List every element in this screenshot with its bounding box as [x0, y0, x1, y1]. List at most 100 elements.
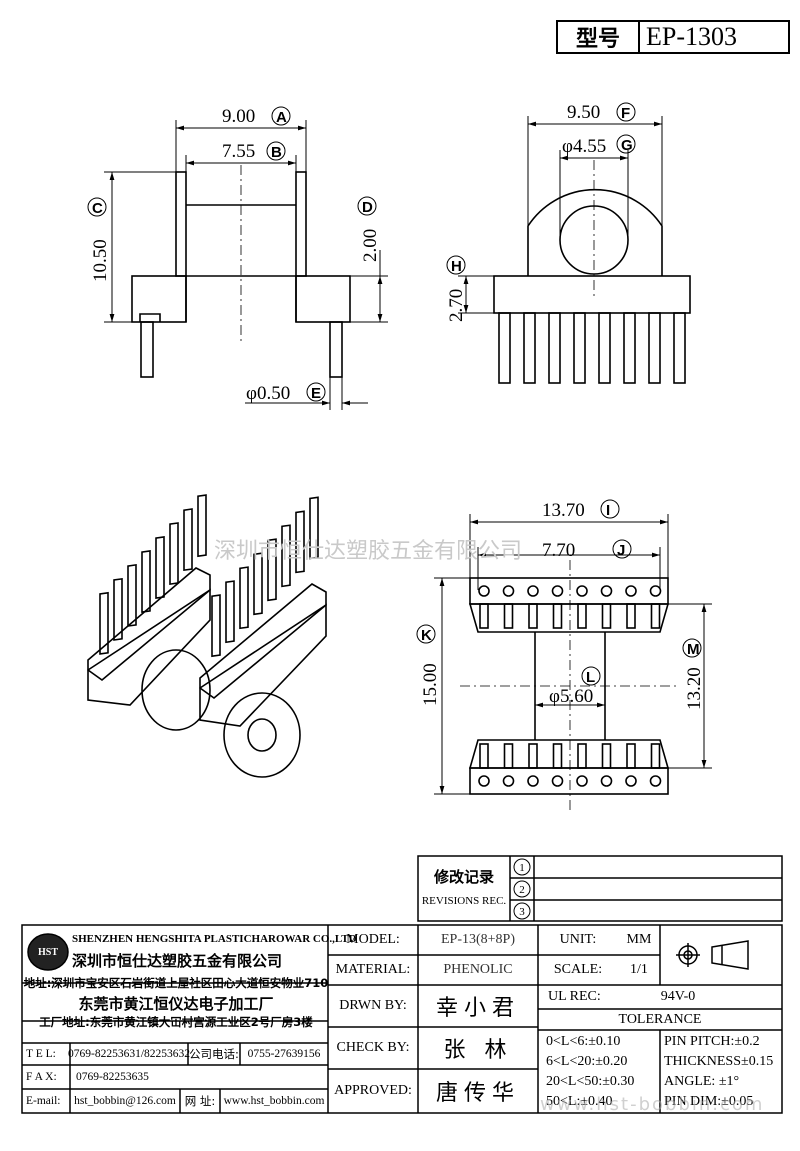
- tolerance-3: 20<L<50:±0.30: [546, 1074, 635, 1089]
- company-logo: HST: [37, 946, 58, 958]
- email-label: E-mail:: [26, 1095, 61, 1107]
- fax-value: 0769-82253635: [76, 1071, 149, 1083]
- isometric-view: [87, 494, 327, 778]
- pin-slot: [577, 603, 587, 629]
- check-label: CHECK BY:: [336, 1040, 410, 1055]
- pin-hole: [625, 775, 637, 787]
- dimension-labels: 9.00 A 7.55 B 10.50 C 2.00 D φ0.50 E 9.5…: [87, 102, 705, 710]
- pin-slot: [503, 603, 514, 629]
- dim-e-value: φ0.50: [246, 383, 290, 404]
- dim-a-tag: A: [276, 109, 287, 126]
- pin-slot: [503, 743, 514, 769]
- dim-m-tag: M: [687, 641, 700, 658]
- pin-slot: [601, 743, 612, 769]
- approved-value: 唐传华: [435, 1081, 520, 1106]
- model-label: MODEL:: [346, 932, 400, 947]
- pin-hole: [649, 585, 662, 597]
- revisions-title-cn: 修改记录: [433, 867, 494, 886]
- revision-mark-3: 3: [519, 906, 525, 918]
- dim-f-tag: F: [621, 105, 630, 122]
- pin-slot: [626, 603, 636, 629]
- unit-value: MM: [626, 932, 652, 947]
- material-value: PHENOLIC: [443, 962, 513, 977]
- model-value: EP-13(8+8P): [440, 932, 515, 947]
- iso-pin-right: [267, 538, 277, 602]
- web-value: www.hst_bobbin.com: [223, 1095, 325, 1107]
- unit-label: UNIT:: [559, 932, 597, 947]
- iso-pin-right: [281, 524, 291, 588]
- factory-name: 东莞市黄江恒仪达电子加工厂: [78, 994, 274, 1013]
- tolerance-2: 6<L<20:±0.20: [546, 1054, 628, 1069]
- side-pin: [623, 312, 636, 384]
- tel-label: T E L:: [26, 1048, 56, 1060]
- dim-k-tag: K: [421, 627, 432, 644]
- company-name-en: SHENZHEN HENGSHITA PLASTICHAROWAR CO.,LT…: [72, 933, 357, 945]
- phone-label: 公司电话:: [189, 1047, 239, 1061]
- drawn-value: 幸小君: [435, 996, 520, 1021]
- pin-hole: [576, 775, 588, 787]
- dim-c-value: 10.50: [90, 239, 111, 282]
- side-pin: [648, 312, 661, 384]
- pin-hole: [649, 775, 662, 787]
- side-pin: [673, 312, 686, 384]
- top-view: [460, 560, 680, 810]
- dim-i-value: 13.70: [542, 500, 585, 521]
- side-pin: [498, 312, 511, 384]
- ul-label: UL REC:: [548, 989, 601, 1004]
- angle-tolerance: ANGLE: ±1°: [664, 1074, 740, 1089]
- pin-slot: [528, 603, 538, 629]
- dim-i-tag: I: [606, 502, 610, 519]
- dim-b-tag: B: [271, 144, 282, 161]
- pin-hole: [502, 775, 515, 787]
- dim-a-value: 9.00: [222, 106, 255, 127]
- dim-f-value: 9.50: [567, 102, 600, 123]
- dim-j-value: 7.70: [542, 540, 575, 561]
- pin-hole: [527, 775, 539, 787]
- check-value: 张 林: [443, 1038, 513, 1063]
- pin-hole: [502, 585, 515, 597]
- dim-g-value: φ4.55: [562, 136, 606, 157]
- pin-slot: [601, 603, 612, 629]
- iso-pin-right: [253, 552, 263, 616]
- pin-hole: [600, 775, 613, 787]
- iso-pin-right: [225, 580, 235, 644]
- iso-pin-left: [183, 508, 193, 572]
- iso-pin-right: [239, 566, 249, 630]
- front-view: [131, 165, 351, 378]
- iso-pin-left: [113, 577, 123, 641]
- revision-mark-2: 2: [519, 884, 525, 896]
- dim-c-tag: C: [92, 200, 103, 217]
- side-view: [493, 160, 691, 384]
- iso-pin-left: [141, 550, 151, 613]
- web-label: 网 址:: [184, 1094, 216, 1108]
- factory-address: 工厂地址:东莞市黄江镇大冚村宫源工业区2号厂房3楼: [39, 1015, 313, 1029]
- side-pin: [523, 312, 536, 384]
- scale-label: SCALE:: [553, 962, 603, 977]
- dim-k-value: 15.00: [420, 663, 441, 706]
- phone-value: 0755-27639156: [247, 1048, 321, 1060]
- model-box: 型号 EP-1303: [556, 20, 790, 54]
- pin-hole: [527, 585, 539, 597]
- dim-l-value: φ5.60: [549, 686, 593, 707]
- side-pin: [598, 312, 611, 384]
- pin-slot: [577, 743, 587, 769]
- dim-h-value: 2.70: [446, 289, 467, 322]
- company-address: 地址:深圳市宝安区石岩街道上屋社区田心大道恒安物业710: [23, 976, 329, 990]
- iso-pin-left: [127, 563, 137, 627]
- ul-value: 94V-0: [660, 989, 696, 1004]
- dim-g-tag: G: [621, 137, 633, 154]
- pin-slot: [479, 603, 489, 629]
- pin-hole: [600, 585, 613, 597]
- iso-pin-left: [99, 591, 109, 655]
- dim-e-tag: E: [311, 385, 321, 402]
- pin-hole: [551, 585, 564, 597]
- drawn-label: DRWN BY:: [339, 998, 407, 1013]
- pin-pitch-tolerance: PIN PITCH:±0.2: [664, 1034, 760, 1049]
- iso-pin-right: [295, 510, 305, 574]
- side-pin: [548, 312, 561, 384]
- fax-label: F A X:: [26, 1071, 57, 1083]
- tolerance-1: 0<L<6:±0.10: [546, 1034, 621, 1049]
- title-block-lines: [21, 855, 783, 1114]
- dim-d-tag: D: [362, 199, 373, 216]
- pin-slot: [528, 743, 538, 769]
